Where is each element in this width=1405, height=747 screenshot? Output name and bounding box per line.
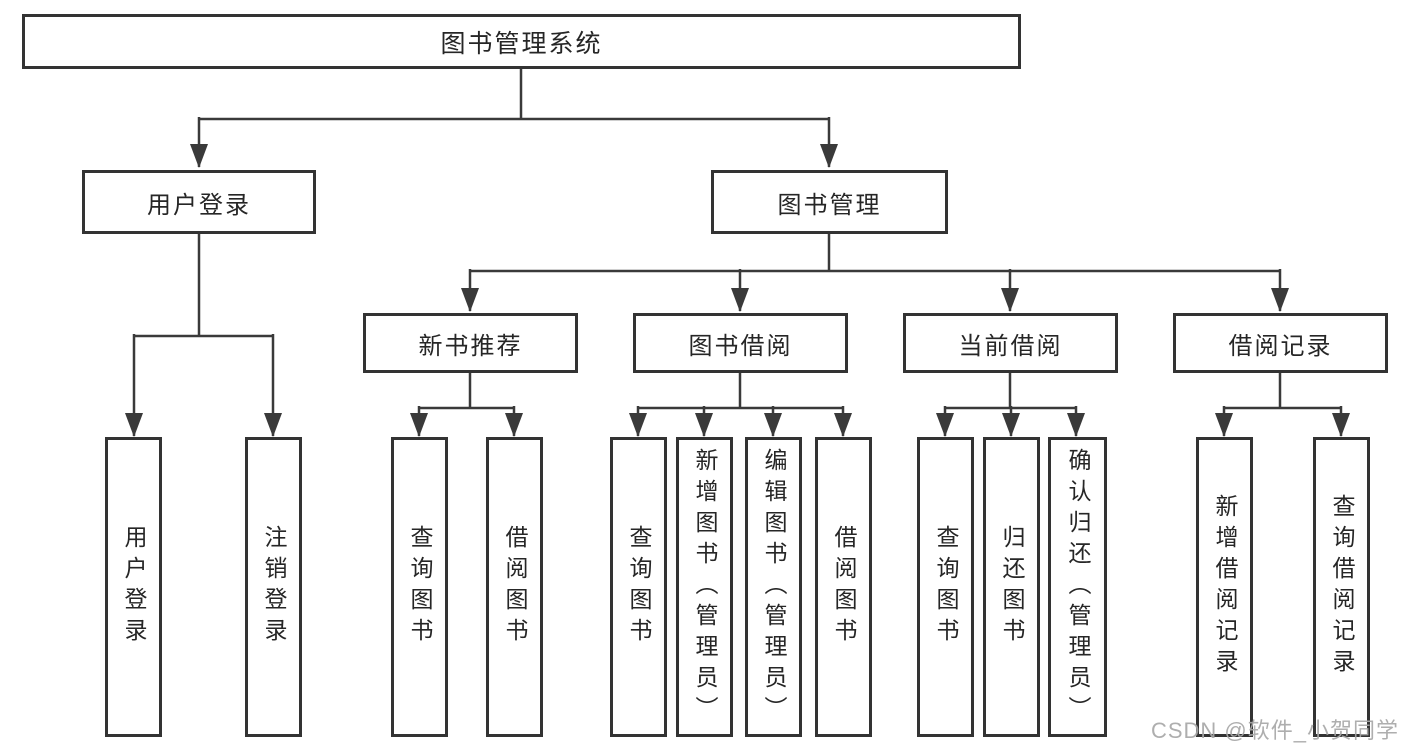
node-label: 新增借阅记录 <box>1212 494 1238 680</box>
node-label: 图书管理系统 <box>440 29 603 58</box>
node-label: 图书借阅 <box>688 332 793 360</box>
node-label: 借阅图书 <box>502 525 528 649</box>
node-book-management: 图书管理 <box>711 170 948 234</box>
node-leaf-query-borrow-record: 查询借阅记录 <box>1313 437 1370 737</box>
node-label: 用户登录 <box>121 525 147 649</box>
node-borrowing-records: 借阅记录 <box>1173 313 1388 373</box>
node-label: 图书管理 <box>777 191 882 219</box>
csdn-watermark: CSDN @软件_小贺同学 <box>1150 718 1399 743</box>
node-label: 确认归还（管理员） <box>1065 447 1091 727</box>
node-label: 用户登录 <box>147 191 251 219</box>
node-leaf-user-login: 用户登录 <box>105 437 162 737</box>
node-leaf-query-books-current: 查询图书 <box>917 437 974 737</box>
node-label: 归还图书 <box>999 525 1025 649</box>
node-label: 当前借阅 <box>958 332 1063 360</box>
node-leaf-add-books-admin: 新增图书（管理员） <box>676 437 733 737</box>
node-label: 新书推荐 <box>418 332 523 360</box>
node-user-login: 用户登录 <box>82 170 316 234</box>
node-leaf-query-books-borrowing: 查询图书 <box>610 437 667 737</box>
node-library-management-system: 图书管理系统 <box>22 14 1021 69</box>
node-book-borrowing: 图书借阅 <box>633 313 848 373</box>
node-leaf-logout: 注销登录 <box>245 437 302 737</box>
node-label: 查询图书 <box>933 525 959 649</box>
node-leaf-borrow-books: 借阅图书 <box>815 437 872 737</box>
node-leaf-edit-books-admin: 编辑图书（管理员） <box>745 437 802 737</box>
node-label: 查询图书 <box>626 525 652 649</box>
node-label: 查询借阅记录 <box>1329 494 1355 680</box>
node-label: 借阅记录 <box>1228 332 1333 360</box>
node-leaf-borrow-books-recommend: 借阅图书 <box>486 437 543 737</box>
node-label: 借阅图书 <box>831 525 857 649</box>
node-label: 注销登录 <box>261 525 287 649</box>
node-label: 查询图书 <box>407 525 433 649</box>
node-new-book-recommendation: 新书推荐 <box>363 313 578 373</box>
node-leaf-add-borrow-record: 新增借阅记录 <box>1196 437 1253 737</box>
node-label: 编辑图书（管理员） <box>761 447 787 727</box>
node-leaf-return-books: 归还图书 <box>983 437 1040 737</box>
node-leaf-confirm-return-admin: 确认归还（管理员） <box>1048 437 1107 737</box>
node-leaf-query-books-recommend: 查询图书 <box>391 437 448 737</box>
node-label: 新增图书（管理员） <box>692 447 718 727</box>
node-current-borrowing: 当前借阅 <box>903 313 1118 373</box>
